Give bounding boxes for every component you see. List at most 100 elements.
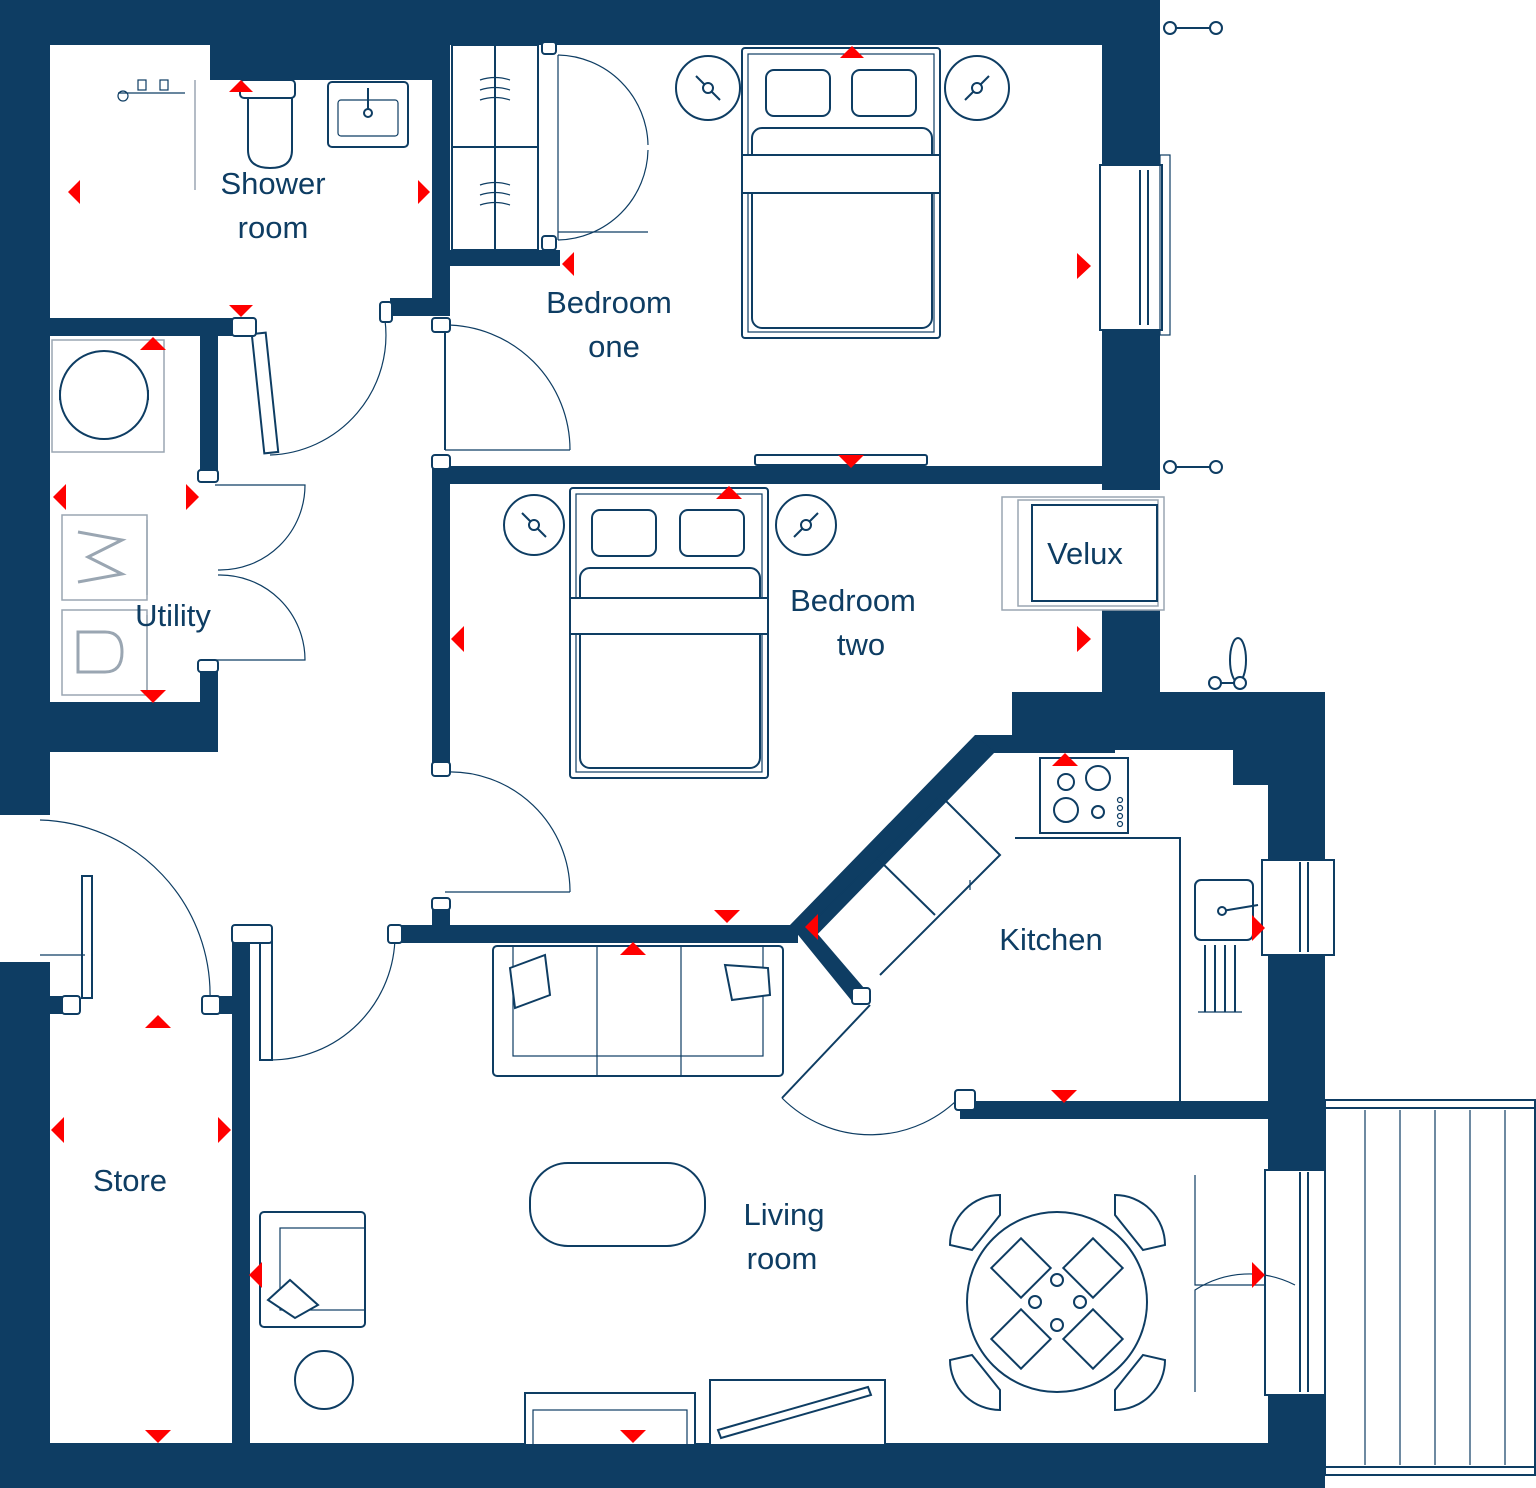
side-table-icon: [294, 1350, 354, 1410]
washing-machine-icon: [61, 514, 148, 601]
hob-icon: [1039, 757, 1129, 834]
wall-living-top: [398, 925, 798, 943]
windows: [1099, 21, 1335, 1396]
wall-right-mid: [1102, 330, 1160, 490]
living-room-fixtures: [259, 945, 1167, 1446]
label-shower-room-line2: room: [238, 210, 309, 245]
wall-kitchen-top-inner: [975, 735, 1115, 753]
wardrobe-icon: [451, 44, 649, 251]
door-living-room: [259, 934, 396, 1061]
double-bed-icon: [569, 487, 769, 779]
bedside-lamp-icon: [775, 494, 837, 556]
external-light-icon: [1208, 637, 1247, 690]
label-store: Store: [93, 1163, 167, 1198]
double-bed-icon: [741, 47, 941, 339]
marker-arrow-icon: [838, 455, 864, 468]
label-velux: Velux: [1047, 536, 1123, 571]
worktop-outline: [814, 793, 1181, 1102]
wall-left-upper: [0, 0, 50, 815]
wall-wardrobe-bottom: [450, 250, 560, 266]
shower-head-icon: [117, 79, 185, 102]
utility-fixtures: [51, 339, 165, 696]
door-patio: [1194, 1175, 1296, 1392]
wall-right-kitchen: [1268, 735, 1325, 860]
doors: [39, 41, 1296, 1392]
view-markers: [51, 46, 1265, 1443]
wall-kitchen-diagonal-lower: [790, 925, 870, 1005]
marker-arrow-icon: [186, 484, 199, 510]
label-bedroom-two-line2: two: [837, 627, 885, 662]
bedside-lamp-icon: [503, 494, 565, 556]
label-bedroom-two: Bedroom: [790, 583, 916, 618]
door-bedroom-two: [444, 771, 571, 893]
marker-arrow-icon: [716, 486, 742, 499]
wall-right-lower: [1268, 955, 1325, 1170]
tv-stand-icon: [709, 1379, 886, 1446]
label-living-room-line2: room: [747, 1241, 818, 1276]
velux-window-icon: [1001, 496, 1165, 611]
window-kitchen: [1261, 859, 1335, 956]
bedside-lamp-icon: [675, 55, 741, 121]
door-bedroom-one: [444, 324, 571, 451]
door-jambs: [61, 41, 976, 1111]
wall-bottom: [0, 1443, 1325, 1488]
marker-arrow-icon: [620, 942, 646, 955]
marker-arrow-icon: [229, 80, 253, 92]
sink-icon: [327, 81, 409, 148]
wall-shower-bottom: [50, 318, 240, 336]
shower-room-fixtures: [117, 79, 409, 190]
tv-unit-icon: [524, 1392, 696, 1446]
marker-arrow-icon: [1252, 915, 1265, 941]
marker-arrow-icon: [1077, 253, 1091, 279]
window-bedroom-one: [1099, 164, 1163, 331]
marker-arrow-icon: [68, 180, 80, 204]
marker-arrow-icon: [140, 690, 166, 703]
wall-bed2-left: [432, 466, 450, 772]
tumble-dryer-icon: [61, 609, 148, 696]
dining-table-icon: [948, 1193, 1167, 1412]
kitchen-sink-icon: [1194, 879, 1259, 1013]
wall-top: [0, 0, 1160, 45]
marker-arrow-icon: [418, 180, 430, 204]
marker-arrow-icon: [53, 484, 66, 510]
wall-utility-right-upper: [200, 336, 218, 476]
marker-arrow-icon: [145, 1015, 171, 1028]
marker-arrow-icon: [451, 626, 464, 652]
marker-arrow-icon: [140, 337, 166, 350]
marker-arrow-icon: [1252, 1262, 1265, 1288]
sofa-icon: [492, 945, 784, 1077]
wall-kitchen-bottom: [960, 1101, 1270, 1119]
marker-arrow-icon: [1077, 626, 1091, 652]
wall-right-bottom: [1268, 1395, 1325, 1488]
dryer-letter-d: [76, 630, 124, 674]
external-steps-icon: [1324, 1099, 1536, 1476]
marker-arrow-icon: [218, 1117, 231, 1143]
kitchen-fixtures: [814, 757, 1259, 1102]
walls: [0, 0, 1325, 1488]
boiler-icon: [51, 339, 165, 453]
door-front: [39, 819, 211, 1001]
label-kitchen: Kitchen: [999, 922, 1102, 957]
bedside-lamp-icon: [944, 55, 1010, 121]
wall-shower-top-shelf: [210, 40, 435, 80]
wall-right-upper: [1102, 0, 1160, 165]
wall-utility-bottom: [0, 702, 218, 752]
wall-bed1-bed2: [438, 466, 1108, 484]
wall-shower-right: [432, 45, 450, 310]
marker-arrow-icon: [1052, 753, 1078, 766]
wall-left-lower: [0, 962, 50, 1488]
label-bedroom-one-line2: one: [588, 329, 640, 364]
marker-arrow-icon: [620, 1430, 646, 1443]
marker-arrow-icon: [51, 1117, 64, 1143]
door-utility: [215, 484, 306, 661]
external-light-icon: [1163, 21, 1223, 35]
marker-arrow-icon: [805, 914, 818, 940]
external-light-icon: [1163, 460, 1223, 474]
coffee-table-icon: [529, 1162, 706, 1247]
marker-arrow-icon: [840, 46, 864, 58]
door-shower-room: [250, 319, 387, 456]
bedroom-two-fixtures: [503, 487, 1165, 779]
room-labels: Shower room Bedroom one Velux Bedroom tw…: [93, 166, 1123, 1276]
wall-shower-right-stub: [390, 298, 450, 316]
